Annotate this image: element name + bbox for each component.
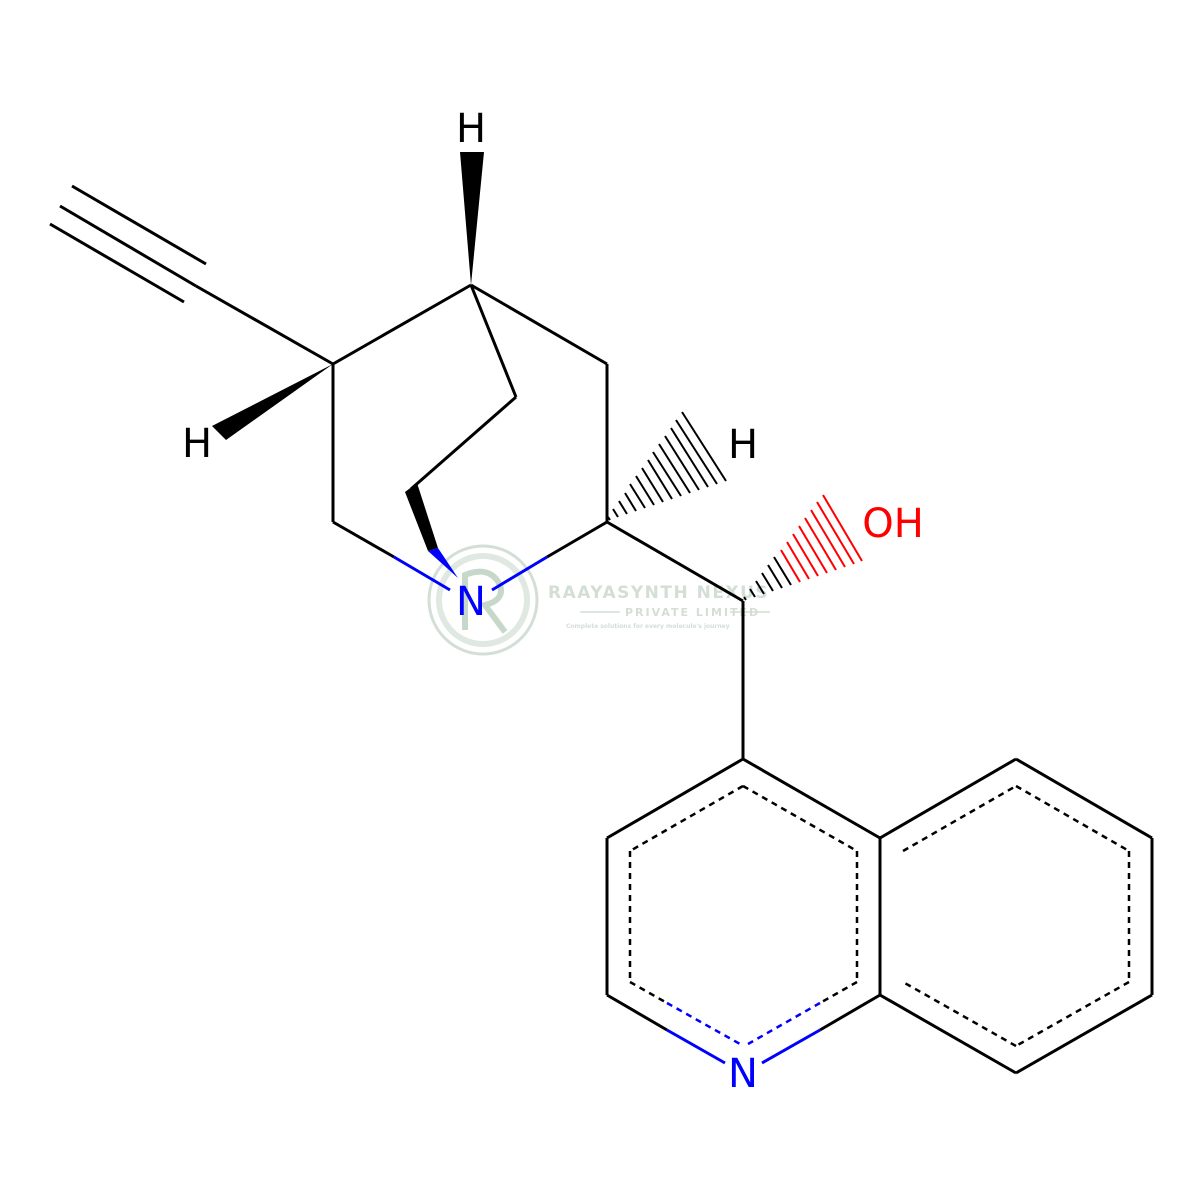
watermark-company-name: RAAYASYNTH NEXUS: [548, 583, 769, 603]
bridgehead-nitrogen-bonds: [393, 555, 548, 592]
watermark-logo-circle: [427, 544, 539, 656]
atom-label-quinoline-nitrogen: N: [728, 1051, 758, 1097]
atom-label-h-right: H: [728, 422, 758, 468]
atom-label-h-top: H: [456, 106, 486, 152]
quinoline-aromatic-dashes-nitrogen: [666, 1001, 821, 1046]
quinuclidine-bonds: [331, 283, 745, 759]
wedge-bond-top-h: [460, 152, 484, 285]
atom-label-hydroxyl: OH: [862, 501, 924, 547]
quinoline-aromatic-dashes: [628, 784, 1131, 1048]
atom-label-bridgehead-nitrogen: N: [456, 579, 486, 625]
quinoline-ring-bonds: [605, 757, 1154, 1075]
atom-label-h-left: H: [182, 421, 212, 467]
wedge-bond-to-nitrogen: [405, 483, 438, 551]
wedge-bond-left-h: [212, 364, 333, 440]
wedge-bond-to-nitrogen-blue: [428, 548, 458, 578]
watermark-tagline: Complete solutions for every molecule's …: [566, 623, 730, 630]
watermark-logo-inner-circle: [436, 553, 530, 647]
hashed-bond-hydroxyl: [743, 494, 863, 601]
watermark-company-subtitle: PRIVATE LIMITED: [625, 606, 760, 619]
quinoline-nitrogen-bonds: [666, 1028, 821, 1065]
ethynyl-triple-bond: [49, 184, 334, 366]
hashed-bond-right-h: [607, 411, 727, 521]
